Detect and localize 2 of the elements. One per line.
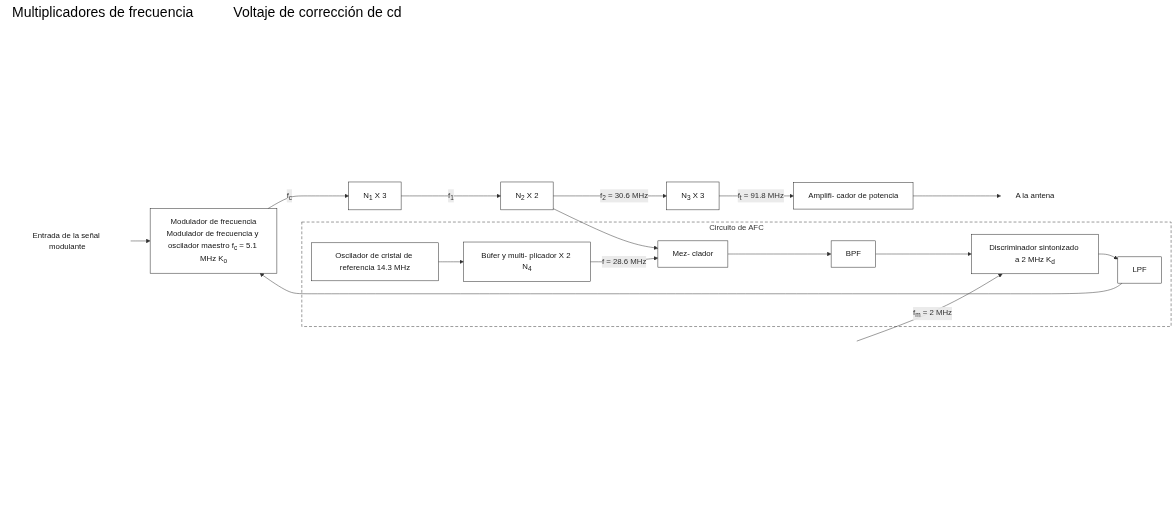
note-label: Multiplicadores de frecuencia (12, 4, 194, 20)
note-label: Voltaje de corrección de cd (233, 4, 402, 20)
